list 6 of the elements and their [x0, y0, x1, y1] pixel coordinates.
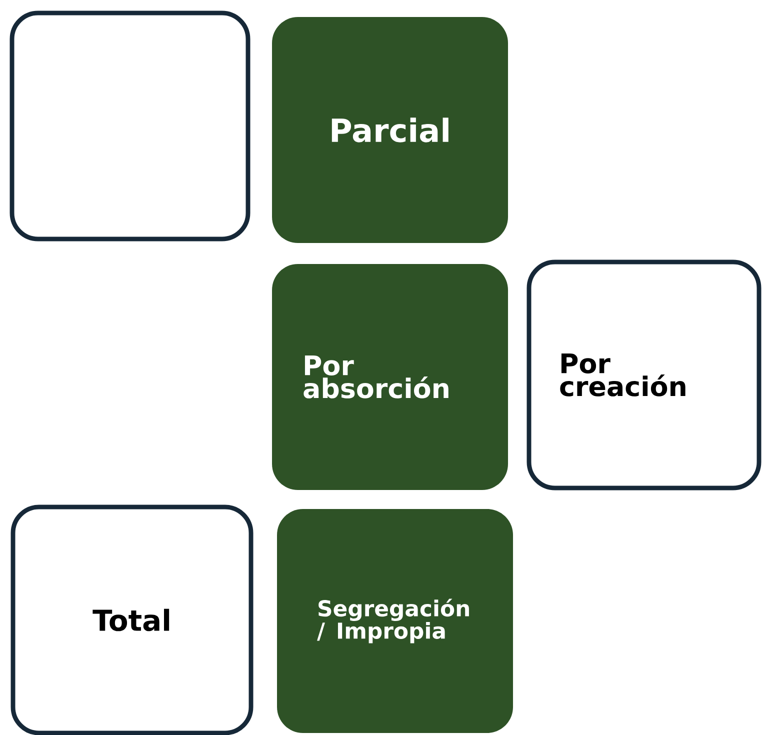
label-box: Parcial	[272, 17, 508, 243]
label-box: Por creación	[526, 260, 762, 490]
label-box: Total	[10, 504, 254, 735]
label-box: Por absorción	[272, 264, 508, 490]
empty-box	[10, 10, 250, 242]
label-box: Segregación / Impropia	[277, 509, 513, 733]
